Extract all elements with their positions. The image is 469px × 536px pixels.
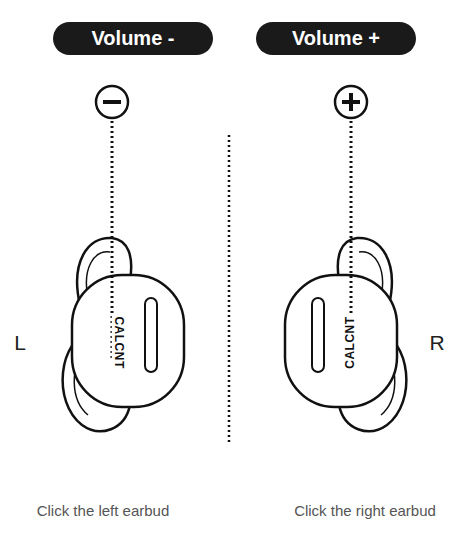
side-letter: L (14, 331, 26, 354)
caption-text: Click the right earbud (294, 503, 436, 520)
minus-symbol (96, 86, 128, 118)
brand-logo: CALCNT (343, 315, 356, 371)
left-earbud (63, 238, 184, 431)
pill-label: Volume + (292, 28, 380, 48)
divider-line (228, 135, 231, 445)
side-letter: R (429, 331, 444, 354)
pill-label: Volume - (92, 28, 175, 48)
plus-symbol (335, 86, 367, 118)
right-earbud (285, 238, 406, 431)
volume-pill: Volume - (53, 22, 213, 55)
caption-text: Click the left earbud (37, 503, 170, 520)
volume-pill: Volume + (256, 22, 416, 55)
brand-logo: CALCNT (111, 315, 124, 371)
